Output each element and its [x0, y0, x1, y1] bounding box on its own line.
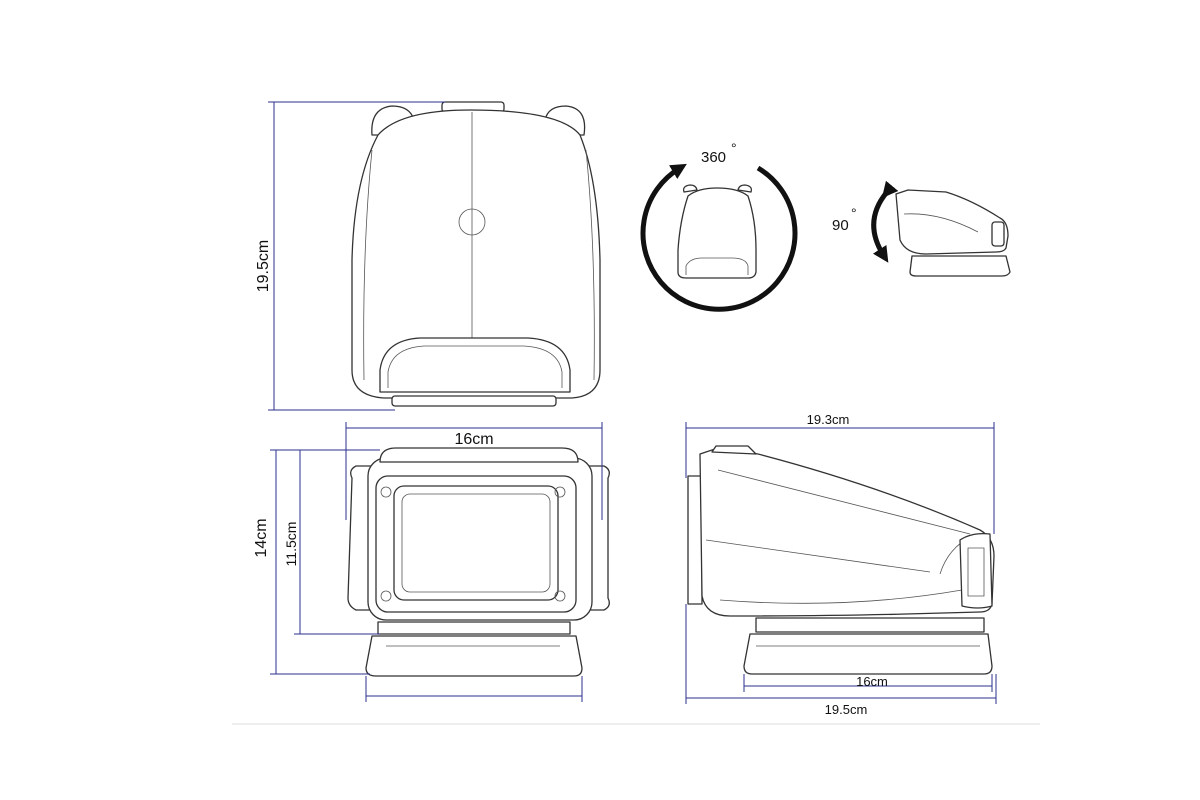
label-14cm: 14cm [253, 518, 270, 557]
degree-symbol-360: ° [731, 140, 737, 156]
dimension-side-base: 16cm [743, 674, 993, 692]
label-16cm-front: 16cm [454, 431, 493, 448]
label-11-5cm: 11.5cm [283, 522, 299, 567]
label-19-5cm-vertical: 19.5cm [255, 240, 272, 292]
label-19-3cm: 19.3cm [807, 412, 850, 427]
tilt-90-icon: 90 ° [832, 180, 1011, 277]
dimension-lamp-height: 11.5cm [283, 450, 380, 635]
degree-symbol-90: ° [851, 205, 857, 221]
dimension-front-base [365, 676, 583, 702]
dimension-side-length-top: 19.3cm [685, 412, 995, 534]
label-19-5cm-side: 19.5cm [825, 702, 868, 717]
front-view [347, 447, 610, 677]
top-view [351, 101, 601, 407]
dimension-total-height: 14cm [253, 449, 380, 675]
label-90: 90 [832, 217, 849, 234]
dimension-front-height: 19.5cm [255, 101, 445, 411]
dimension-side-length-bottom: 19.5cm [685, 604, 997, 717]
label-16cm-side: 16cm [856, 674, 888, 689]
label-360: 360 [701, 149, 726, 166]
dimension-front-width: 16cm [345, 422, 603, 520]
rotation-360-icon: 360 ° [640, 140, 798, 312]
side-view [687, 445, 995, 675]
